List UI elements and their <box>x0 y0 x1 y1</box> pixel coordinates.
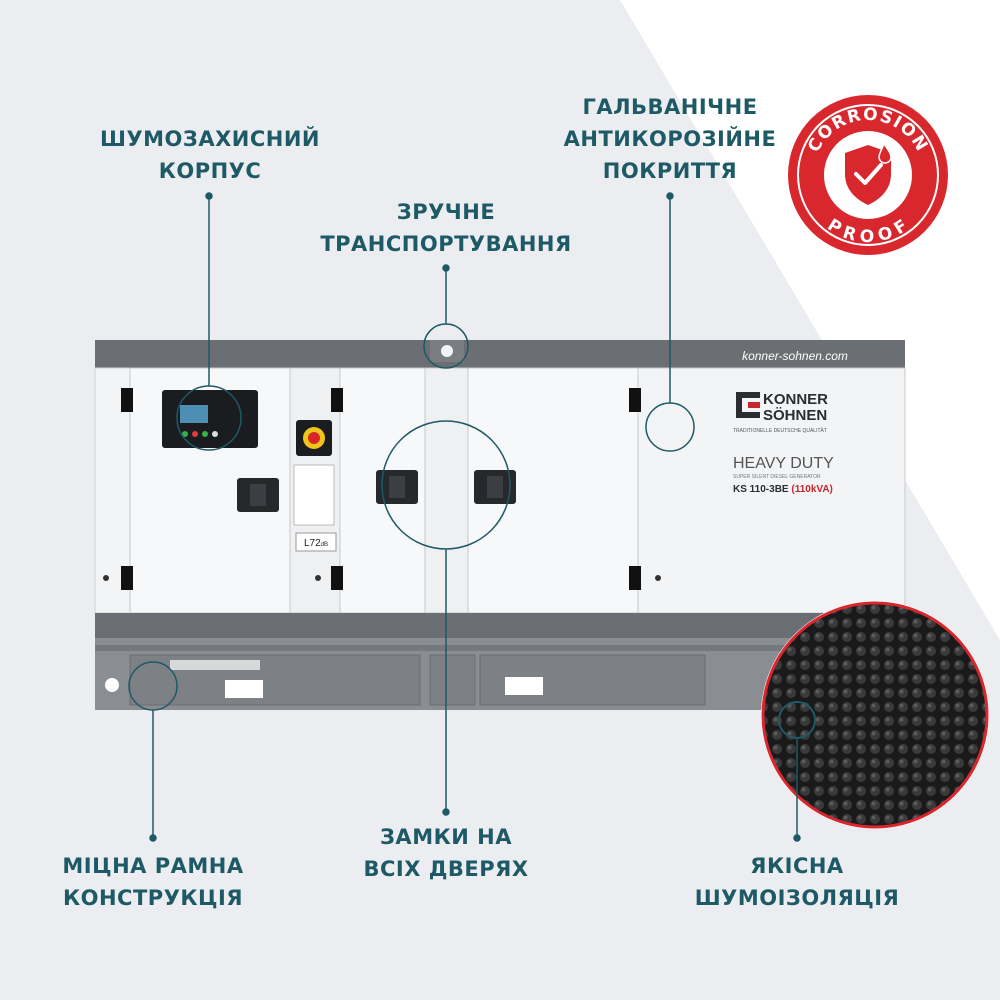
corrosion-proof-badge: CORROSION PROOF <box>788 95 948 255</box>
brand-logo: KONNER SÖHNEN TRADITIONELLE DEUTSCHE QUA… <box>733 391 828 434</box>
noise-label: L72dB <box>304 538 328 549</box>
check-icon <box>854 163 883 185</box>
drop-icon <box>878 142 892 164</box>
label-transport: ЗРУЧНЕ ТРАНСПОРТУВАННЯ <box>320 200 572 256</box>
website-text: konner-sohnen.com <box>742 349 848 363</box>
insulation-inset <box>761 601 989 829</box>
label-frame: МІЦНА РАМНА КОНСТРУКЦІЯ <box>62 854 244 910</box>
label-coating: ГАЛЬВАНІЧНЕ АНТИКОРОЗІЙНЕ ПОКРИТТЯ <box>563 95 777 183</box>
svg-text:KONNER: KONNER <box>763 391 828 408</box>
subtitle-text: SUPER SILENT DIESEL GENERATOR <box>733 474 821 480</box>
door-panel <box>637 367 906 614</box>
series-text: HEAVY DUTY <box>733 455 834 472</box>
label-noise-housing: ШУМОЗАХИСНИЙ КОРПУС <box>100 127 320 183</box>
label-locks: ЗАМКИ НА ВСІХ ДВЕРЯХ <box>363 825 529 881</box>
base-frame <box>95 613 905 638</box>
roof <box>95 340 905 368</box>
label-insulation: ЯКІСНА ШУМОІЗОЛЯЦІЯ <box>694 854 900 910</box>
svg-text:TRADITIONELLE DEUTSCHE QUALITÄ: TRADITIONELLE DEUTSCHE QUALITÄT <box>733 427 827 434</box>
svg-text:SÖHNEN: SÖHNEN <box>763 407 827 424</box>
model-text: KS 110-3BE (110kVA) <box>733 484 833 495</box>
